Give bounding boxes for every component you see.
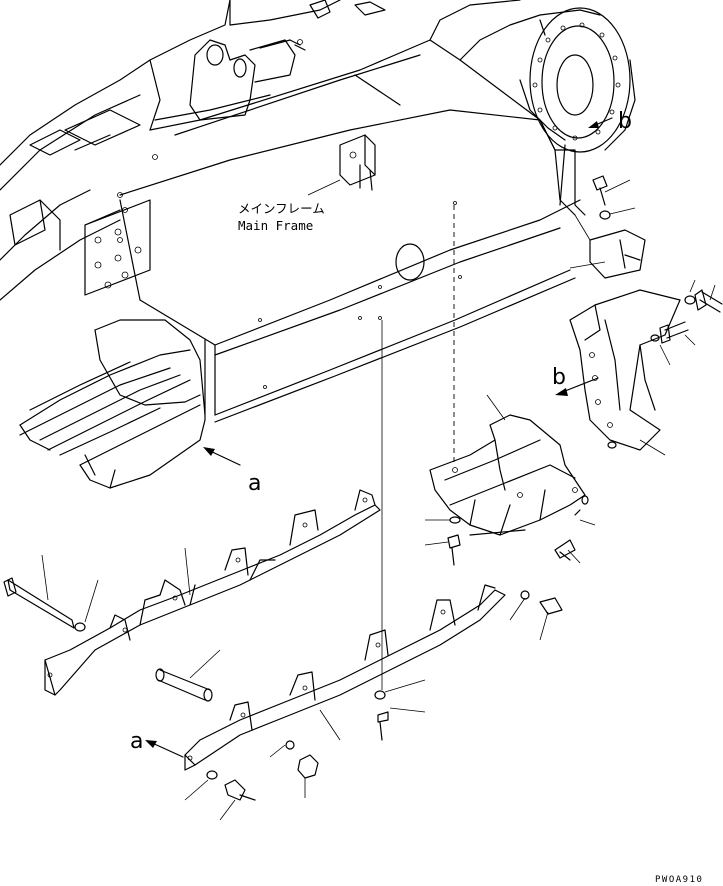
arrow-a-lower	[145, 740, 184, 758]
ref-label-b-mid: b	[552, 365, 566, 390]
fasteners	[3, 175, 723, 801]
alignment-lines	[381, 205, 591, 690]
main-frame-label-en: Main Frame	[238, 218, 313, 233]
track-guard-lower	[184, 584, 506, 771]
track-guard-upper	[44, 489, 381, 696]
arrow-b-mid	[555, 377, 599, 396]
small-bracket-upper	[589, 229, 646, 279]
final-drive	[429, 0, 636, 153]
guard-bracket	[429, 414, 586, 536]
leader-lines	[41, 179, 716, 821]
ref-label-a-lower: a	[130, 729, 143, 754]
arrow-b-upper	[588, 117, 613, 128]
drawing-code: PWOA910	[655, 875, 703, 885]
frame-bracket	[339, 134, 376, 191]
ref-label-a-upper: a	[248, 471, 261, 496]
pivot-bracket	[189, 0, 386, 121]
track-frame-end	[19, 319, 206, 489]
main-frame-label-jp: メインフレーム	[238, 201, 325, 216]
arrow-a-upper	[203, 447, 241, 466]
main-frame	[0, 0, 586, 423]
ref-label-b-upper: b	[618, 109, 632, 134]
bracket-b-assembly	[569, 289, 681, 451]
